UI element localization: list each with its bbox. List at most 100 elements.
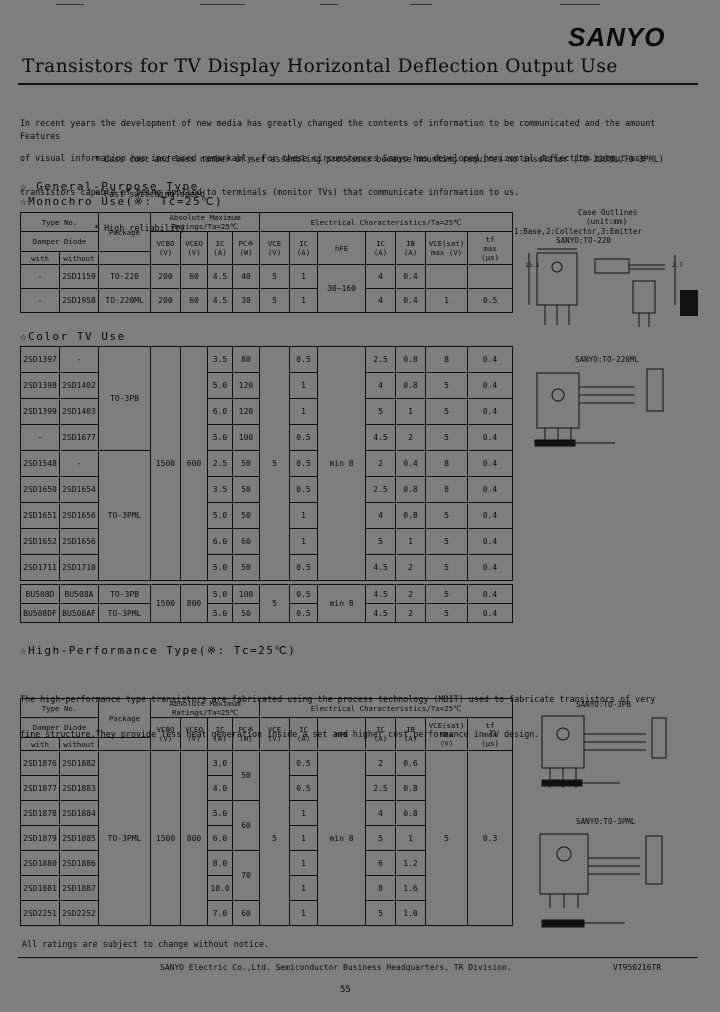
pkg-label-to220ml: SANYO:TO-220ML xyxy=(575,355,640,364)
hdr-elec: Electrical Characteristics/Ta=25℃ xyxy=(259,698,514,718)
mono-hfe: 30~160 xyxy=(317,264,367,313)
feature-item: * Less cost and less number of set assem… xyxy=(94,154,664,164)
hdr-vcesat: VCE(sat)max (V) xyxy=(425,231,469,265)
hdr-elec: Electrical Characteristics/Ta=25℃ xyxy=(259,212,514,232)
hdr-hfe: hFE xyxy=(317,231,367,265)
to220ml-outline-drawing xyxy=(534,368,664,447)
hdr-damper-diode: Damper Diode xyxy=(19,231,100,252)
color-vce: 5 xyxy=(259,346,290,581)
bu-vceo: 800 xyxy=(180,584,208,623)
hdr-with: with xyxy=(20,251,60,265)
hp-pkg: TO-3PML xyxy=(98,750,152,926)
hdr-type-no: Type No. xyxy=(19,212,100,232)
hdr-vceo: VCEO(V) xyxy=(180,231,209,265)
hp-pc: 70 xyxy=(232,850,261,901)
hp-pc: 50 xyxy=(232,750,261,801)
footer-rule xyxy=(18,957,698,958)
bu-vcbo: 1500 xyxy=(150,584,181,623)
pin-legend: 1:Base,2:Collector,3:Emitter xyxy=(514,227,643,236)
case-outlines-unit: (unit:mm) xyxy=(586,217,628,226)
page-number: 55 xyxy=(340,985,351,995)
section-edge-tab xyxy=(680,290,698,316)
page-title: Transistors for TV Display Horizontal De… xyxy=(22,56,618,77)
color-vceo: 600 xyxy=(180,346,208,581)
intro-line: transistors capable of being applied to … xyxy=(20,187,520,197)
hp-vcesat: 5 xyxy=(425,750,469,926)
hp-vceo: 800 xyxy=(180,750,209,926)
hp-hfe: min 8 xyxy=(317,750,367,926)
bu-hfe: min 8 xyxy=(317,584,366,623)
intro-paragraph: In recent years the development of new m… xyxy=(20,95,655,210)
hdr-vcbo: VCBO(V) xyxy=(150,231,182,265)
section-monochro: ☆Monochro Use(※: Tc=25℃) xyxy=(20,195,224,208)
intro-line: of visual information has increased rema… xyxy=(20,152,646,163)
hdr-ic: IC(A) xyxy=(207,231,234,265)
doc-code: VT950216TR xyxy=(613,963,662,972)
hdr-package-blank xyxy=(98,251,152,265)
hdr-package: Package xyxy=(98,212,152,252)
top-rule-marks xyxy=(0,4,720,8)
hp-tf: 0.3 xyxy=(467,750,514,926)
feature-item: * Fast switching speed xyxy=(94,188,205,199)
to220-outline-drawing xyxy=(528,248,676,327)
hdr-pc: PC※(W) xyxy=(232,231,261,265)
pkg-label-to220: SANYO:TO-220 xyxy=(556,236,611,245)
hdr-damper-diode: Damper Diode xyxy=(19,717,100,738)
hdr-vce: VCE(V) xyxy=(259,231,291,265)
dim-label: 2.7 xyxy=(672,262,683,269)
hdr-ic: IC(A) xyxy=(289,231,319,265)
hp-vce: 5 xyxy=(259,750,291,926)
section-general-purpose: ☆ General-Purpose Type xyxy=(20,180,199,193)
hp-pc: 60 xyxy=(232,800,261,851)
bu-vce: 5 xyxy=(259,584,290,623)
hp-vcbo: 1500 xyxy=(150,750,182,926)
pkg-label-to3pb: SANYO:TO-3PB xyxy=(576,700,631,709)
hdr-hfe: hFE xyxy=(317,717,367,751)
color-pkg: TO-3PB xyxy=(98,346,151,451)
features-label: Features xyxy=(20,131,61,141)
color-vcbo: 1500 xyxy=(150,346,181,581)
hp-pc: 60 xyxy=(232,900,261,926)
section-color-tv: ☆Color TV Use xyxy=(20,330,126,343)
hdr-without: without xyxy=(58,251,100,265)
footer-company: SANYO Electric Co.,Ltd. Semiconductor Bu… xyxy=(160,963,512,972)
title-rule xyxy=(18,83,698,85)
brand-logo: SANYO xyxy=(568,22,666,52)
case-outlines-title: Case Outlines xyxy=(578,208,638,217)
hdr-ic: IC(A) xyxy=(365,231,397,265)
hdr-ib: IB(A) xyxy=(395,231,427,265)
section-high-performance: ☆High-Performance Type(※: Tc=25℃) xyxy=(20,644,297,657)
to3pml-outline-drawing xyxy=(539,833,663,928)
hdr-package: Package xyxy=(98,698,152,738)
color-hfe: min 8 xyxy=(317,346,366,581)
change-notice: All ratings are subject to change withou… xyxy=(22,939,270,949)
pkg-label-to3pml: SANYO:TO-3PML xyxy=(576,817,636,826)
to3pb-outline-drawing xyxy=(541,715,667,788)
intro-line: In recent years the development of new m… xyxy=(20,118,656,128)
hdr-type-no: Type No. xyxy=(19,698,100,718)
